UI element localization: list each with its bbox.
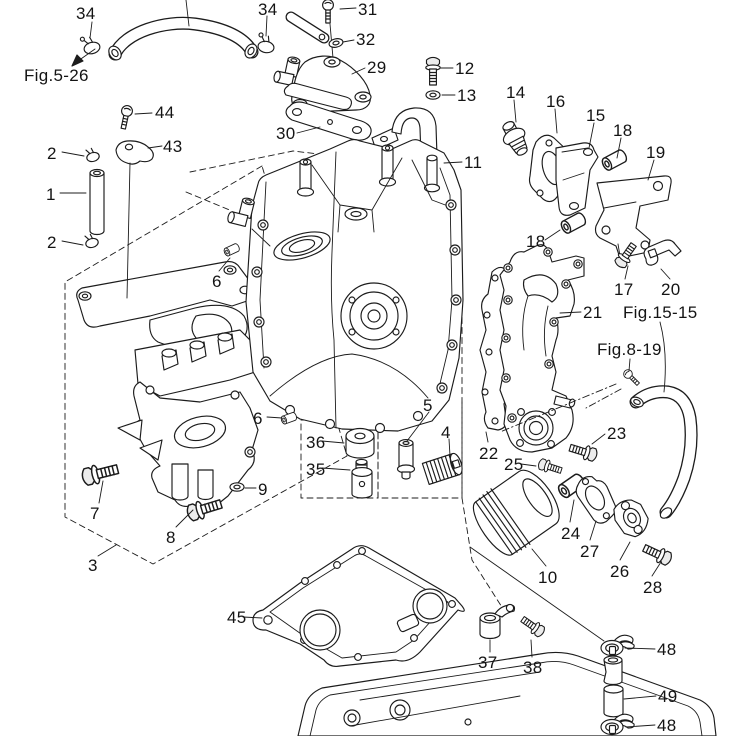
- part-label-24: 24: [561, 524, 581, 543]
- part-label-6-lower: 6: [253, 409, 263, 428]
- figure-ref-15-15: Fig.15-15: [623, 303, 698, 322]
- part-20-clamp: [643, 239, 682, 266]
- part-37-clamp: [479, 603, 516, 640]
- fig-8-19-screw: [499, 367, 642, 433]
- part-4-plug: [421, 452, 463, 485]
- part-label-22: 22: [479, 444, 499, 463]
- part-13-washer: [425, 90, 441, 100]
- part-label-49: 49: [658, 687, 678, 706]
- part-label-19: 19: [646, 143, 666, 162]
- part-1-pin: [89, 168, 105, 236]
- part-25-bolt: [536, 457, 564, 477]
- part-38-bolt: [518, 613, 548, 640]
- part-6-fitting: [227, 197, 255, 227]
- part-label-2-bottom: 2: [47, 233, 57, 252]
- part-label-34-left: 34: [76, 4, 96, 23]
- part-49-tube: [603, 655, 624, 718]
- part-19-bracket: [594, 175, 672, 259]
- part-label-44: 44: [155, 103, 175, 122]
- part-28-bolt: [640, 540, 675, 568]
- part-9-washer: [229, 482, 245, 492]
- part-label-14: 14: [506, 83, 526, 102]
- part-30-plate: [285, 101, 372, 141]
- oil-pan: [297, 651, 717, 736]
- part-label-45: 45: [227, 608, 247, 627]
- part-48-clamp-upper: [600, 634, 635, 657]
- part-14-plug: [502, 121, 528, 156]
- part-label-13: 13: [457, 86, 477, 105]
- part-15-bracket: [555, 142, 599, 216]
- part-label-3: 3: [88, 556, 98, 575]
- part-label-37: 37: [478, 653, 498, 672]
- part-label-9: 9: [258, 480, 268, 499]
- cylinder-block: [245, 138, 464, 434]
- part-label-26: 26: [610, 562, 630, 581]
- figure-ref-8-19: Fig.8-19: [597, 340, 662, 359]
- part-label-18-lower: 18: [526, 232, 546, 251]
- part-31-screw: [322, 0, 334, 24]
- part-label-17: 17: [614, 280, 634, 299]
- part-label-18-upper: 18: [613, 121, 633, 140]
- part-43-anchor: [115, 140, 154, 299]
- part-label-48-lower: 48: [657, 716, 677, 735]
- part-12-bolt: [425, 56, 441, 86]
- part-label-36: 36: [306, 433, 326, 452]
- part-label-20: 20: [661, 280, 681, 299]
- part-label-16: 16: [546, 92, 566, 111]
- part-29-cover: [273, 55, 372, 113]
- part-10-oil-filter: [472, 469, 560, 556]
- part-6-pin-upper: [222, 242, 241, 258]
- part-7-bolt: [79, 459, 121, 488]
- part-label-31: 31: [358, 0, 378, 19]
- part-44-screw: [117, 104, 134, 131]
- part-45-gasket: [252, 545, 465, 667]
- part-36-damper: [345, 427, 375, 459]
- part-label-21: 21: [583, 303, 603, 322]
- part-label-1: 1: [46, 185, 56, 204]
- part-label-12: 12: [455, 59, 475, 78]
- figure-ref-5-26: Fig.5-26: [24, 66, 89, 85]
- part-6-pin-lower: [279, 411, 298, 426]
- part-label-27: 27: [580, 542, 600, 561]
- part-label-32: 32: [356, 30, 376, 49]
- part-35-anode-plug: [351, 458, 373, 499]
- fig-15-15-hose: [629, 385, 698, 519]
- part-2-clip-bottom: [83, 232, 100, 250]
- part-label-34-right: 34: [258, 0, 278, 19]
- part-label-35: 35: [306, 460, 326, 479]
- part-label-38: 38: [523, 658, 543, 677]
- part-26-adapter: [613, 499, 649, 538]
- part-label-30: 30: [276, 124, 296, 143]
- part-27-gasket: [575, 475, 617, 524]
- part-23-bolt: [567, 440, 600, 464]
- part-18-damper-upper: [599, 147, 630, 173]
- part-label-8: 8: [166, 528, 176, 547]
- part-label-6-upper: 6: [212, 272, 222, 291]
- breather-hose: [108, 0, 259, 61]
- part-21-chain-cover: [499, 244, 585, 453]
- clamp-assembly-line: [469, 546, 605, 642]
- part-label-15: 15: [586, 106, 606, 125]
- part-2-clip-top: [84, 146, 101, 164]
- fitting-assembly-line: [251, 228, 271, 247]
- part-32-washer: [327, 36, 345, 50]
- part-29-lever: [285, 11, 334, 59]
- part-label-29: 29: [367, 58, 387, 77]
- part-label-23: 23: [607, 424, 627, 443]
- part-label-4: 4: [441, 423, 451, 442]
- part-label-25: 25: [504, 455, 524, 474]
- leader-lines: [59, 7, 671, 728]
- part-label-5: 5: [423, 396, 433, 415]
- part-label-2-top: 2: [47, 144, 57, 163]
- part-label-10: 10: [538, 568, 558, 587]
- part-label-7: 7: [90, 504, 100, 523]
- part-label-28: 28: [643, 578, 663, 597]
- part-5-tube: [396, 439, 416, 480]
- part-label-11: 11: [464, 153, 483, 172]
- part-label-43: 43: [163, 137, 183, 156]
- part-3-mount-assembly: [76, 261, 263, 511]
- part-label-48-upper: 48: [657, 640, 677, 659]
- fig-5-26-arrow: [71, 48, 96, 67]
